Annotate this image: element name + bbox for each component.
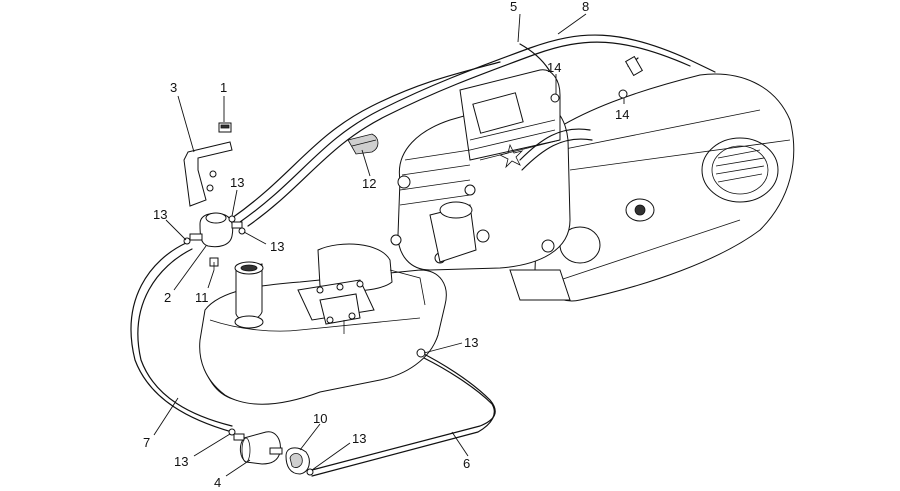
callout-5: 5: [510, 0, 517, 14]
callout-12: 12: [362, 176, 376, 191]
callout-10: 10: [313, 411, 327, 426]
callout-13-valve-left: 13: [153, 207, 167, 222]
fuel-filter-4: [233, 431, 283, 465]
engine-assembly: [390, 55, 795, 302]
callout-11: 11: [195, 290, 209, 305]
callout-6: 6: [463, 456, 470, 471]
callout-labels: 1 3 2 11 13 13 13 5 8 14 14 12 13 7 13 4…: [143, 0, 629, 490]
cover-vents: [715, 149, 765, 183]
callout-4: 4: [214, 475, 221, 490]
callout-13-valve-right: 13: [270, 239, 284, 254]
callout-2: 2: [164, 290, 171, 305]
cylinder-fins: [399, 149, 471, 206]
callout-1: 1: [220, 80, 227, 95]
fuel-valve-2: [189, 212, 243, 248]
hose-6: [311, 351, 496, 477]
callout-13-valve-top: 13: [230, 175, 244, 190]
callout-13-clamp: 13: [352, 431, 366, 446]
hose-clamp-10: [285, 447, 310, 475]
fuel-tank: [199, 243, 447, 405]
screw-11: [209, 257, 219, 270]
leader-lines: [153, 13, 625, 477]
callout-7: 7: [143, 435, 150, 450]
hose-7: [130, 242, 233, 433]
clip-12: [347, 133, 379, 155]
bracket-3: [183, 141, 233, 207]
callout-8: 8: [582, 0, 589, 14]
callout-14-left: 14: [547, 60, 561, 75]
callout-13-filter: 13: [174, 454, 188, 469]
callout-14-right: 14: [615, 107, 629, 122]
hose-clamps: [183, 89, 628, 476]
callout-3: 3: [170, 80, 177, 95]
clip-1: [218, 122, 232, 133]
callout-13-tank: 13: [464, 335, 478, 350]
